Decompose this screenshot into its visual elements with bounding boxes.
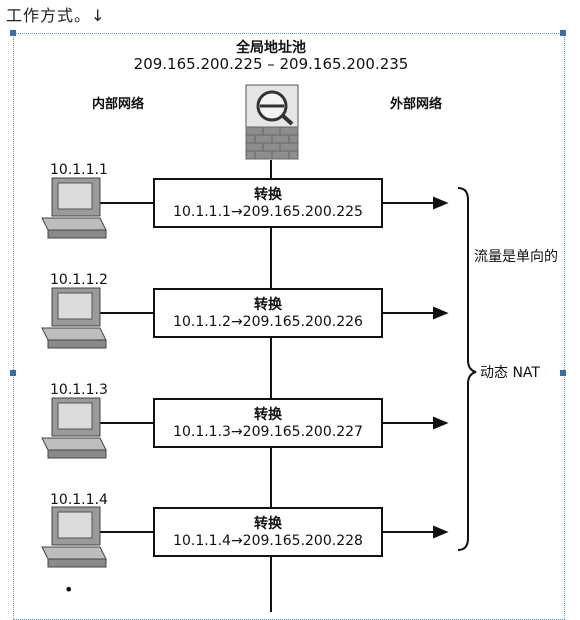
host-ip-4: 10.1.1.4 [50, 492, 108, 508]
firewall-icon [245, 84, 299, 160]
resize-handle-left[interactable] [10, 370, 16, 376]
traffic-direction-label: 流量是单向的 [474, 249, 558, 265]
host-ip-1: 10.1.1.1 [50, 162, 108, 178]
host-ip-3: 10.1.1.3 [50, 382, 108, 398]
translation-box-3: 转换 10.1.1.3→209.165.200.227 [153, 398, 383, 448]
outside-network-label: 外部网络 [390, 97, 443, 112]
computer-icon-3 [41, 397, 107, 459]
host-ip-2: 10.1.1.2 [50, 272, 108, 288]
translation-box-1: 转换 10.1.1.1→209.165.200.225 [153, 178, 383, 228]
resize-handle-top-right[interactable] [560, 30, 566, 36]
translation-title: 转换 [254, 187, 282, 203]
arrowhead-1 [433, 196, 449, 210]
arrowhead-2 [433, 306, 449, 320]
pool-range: 209.165.200.225 – 209.165.200.235 [133, 55, 409, 73]
translation-mapping: 10.1.1.4→209.165.200.228 [173, 533, 363, 549]
computer-icon-4 [41, 506, 107, 568]
resize-handle-right[interactable] [560, 370, 566, 376]
dynamic-nat-label: 动态 NAT [480, 365, 540, 381]
right-bracket [457, 187, 477, 551]
arrowhead-4 [433, 525, 449, 539]
document-text: 工作方式。↓ [6, 6, 106, 25]
translation-box-2: 转换 10.1.1.2→209.165.200.226 [153, 288, 383, 338]
translation-box-4: 转换 10.1.1.4→209.165.200.228 [153, 507, 383, 557]
translation-title: 转换 [254, 297, 282, 313]
computer-icon-1 [41, 177, 107, 239]
computer-icon-2 [41, 287, 107, 349]
pool-title: 全局地址池 [236, 40, 306, 56]
translation-mapping: 10.1.1.1→209.165.200.225 [173, 204, 363, 220]
translation-title: 转换 [254, 407, 282, 423]
inside-network-label: 内部网络 [92, 97, 145, 112]
translation-mapping: 10.1.1.3→209.165.200.227 [173, 424, 363, 440]
translation-title: 转换 [254, 516, 282, 532]
arrowhead-3 [433, 416, 449, 430]
continuation-dot: • [64, 580, 74, 599]
resize-handle-top-left[interactable] [10, 30, 16, 36]
translation-mapping: 10.1.1.2→209.165.200.226 [173, 314, 363, 330]
